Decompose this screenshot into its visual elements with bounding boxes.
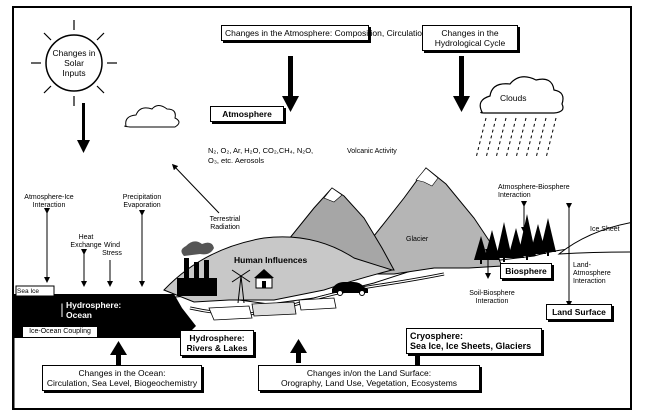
atmosphere-down-arrow [282,56,299,112]
atmosphere-ice-label: Atmosphere-Ice Interaction [24,194,74,209]
cryosphere-title: Cryosphere: [410,331,464,341]
sun-icon [31,20,117,106]
fields-icon [208,297,337,321]
ice-ocean-coupling-box: Ice-Ocean Coupling [22,326,98,338]
human-influences-label: Human Influences [234,255,308,265]
land-atmosphere-label: Land-Atmosphere Interaction [573,262,611,285]
biosphere-box: Biosphere [500,263,552,279]
ocean-changes-box: Changes in the Ocean: Circulation, Sea L… [42,365,202,391]
car-icon [332,282,368,296]
land-changes-body: Orography, Land Use, Vegetation, Ecosyst… [280,378,458,388]
solar-down-arrow [77,103,90,153]
heat-exchange-label: Heat Exchange [70,234,102,249]
windmill-icon [231,269,251,304]
sea-ice-label: Sea Ice [17,288,40,295]
wind-stress-label: Wind Stress [102,242,122,257]
forest-icon [474,214,556,264]
land-surface-box: Land Surface [546,304,612,320]
ice-sheet-shape [557,222,630,255]
snow-caps [323,167,439,203]
atmosphere-changes-box: Changes in the Atmosphere: Composition, … [221,25,427,41]
ocean-changes-title: Changes in the Ocean: [78,368,166,378]
interaction-arrows [44,201,572,323]
volcanic-activity-label: Volcanic Activity [347,148,397,155]
cryosphere-box: Cryosphere: Sea Ice, Ice Sheets, Glacier… [406,328,542,354]
soil-biosphere-label: Soil-Biosphere Interaction [469,290,515,305]
gases-label: N₂, O₂, Ar, H₂O, CO₂,CH₄, N₂O, O₃, etc. … [208,146,314,165]
ice-sheet-label: Ice Sheet [590,226,620,233]
atmosphere-box: Atmosphere [210,106,284,122]
glacier-label: Glacier [406,236,429,243]
climate-system-diagram: Changes in Solar Inputs Changes in the A… [12,6,632,410]
ocean-changes-body: Circulation, Sea Level, Biogeochemistry [46,378,198,388]
terrestrial-radiation-label: Terrestrial Radiation [209,216,241,231]
hydrosphere-ocean-label: Hydrosphere: Ocean [66,300,122,320]
hydro-cycle-box: Changes in the Hydrological Cycle [422,25,518,51]
cryosphere-body: Sea Ice, Ice Sheets, Glaciers [410,341,532,351]
terrestrial-radiation-arrow [171,163,220,214]
land-changes-title: Changes in/on the Land Surface: [306,368,432,378]
precipitation-label: Precipitation Evaporation [122,194,162,209]
hydro-down-arrow [453,56,470,112]
clouds-label: Clouds [500,93,527,103]
solar-inputs-label: Changes in Solar Inputs [52,48,96,78]
rain-cloud-icon [475,76,564,159]
small-cloud-icon [124,105,180,128]
land-changes-box: Changes in/on the Land Surface: Orograph… [258,365,480,391]
atmosphere-biosphere-label: Atmosphere-Biosphere Interaction [498,184,570,199]
hydrosphere-rivers-box: Hydrosphere: Rivers & Lakes [180,330,254,356]
factory-icon [177,241,217,296]
house-icon [254,269,274,289]
sea-ice-shape [15,285,55,297]
